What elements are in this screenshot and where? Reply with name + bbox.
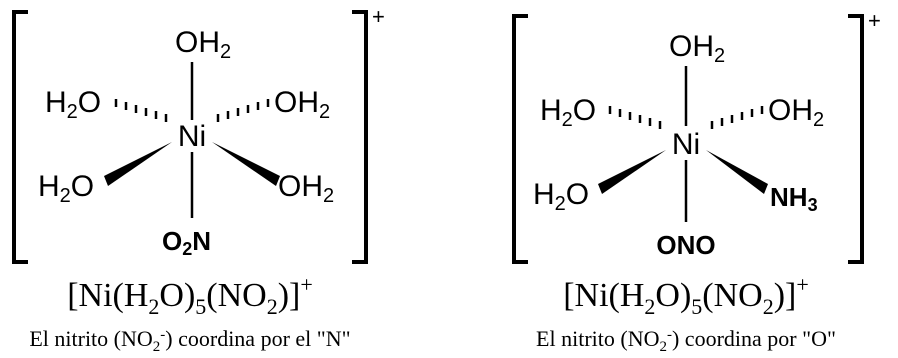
hashed-wedge-upper-left-1	[114, 99, 168, 122]
charge-1: +	[372, 4, 385, 29]
solid-wedge-lower-left-1	[104, 142, 172, 186]
charge-2: +	[868, 8, 881, 33]
ligand-upper-left-1: H2O	[45, 86, 101, 123]
ligand-upper-right-2: OH2	[768, 94, 824, 131]
complex-1: + Ni OH2 H2O OH2 H2O OH2 O2N	[12, 4, 385, 355]
ligand-bottom-2: ONO	[656, 230, 715, 260]
solid-wedge-lower-right-1	[212, 142, 280, 186]
ligand-top-1: OH2	[175, 26, 231, 63]
complex-2: + Ni OH2 H2O OH2 H2O NH3 ONO	[512, 8, 881, 355]
caption-1: El nitrito (NO2-) coordina por el "N"	[29, 326, 350, 355]
metal-center-2: Ni	[672, 128, 700, 161]
ligand-lower-left-2: H2O	[533, 178, 589, 215]
ligand-upper-right-1: OH2	[274, 86, 330, 123]
ligand-bottom-1: O2N	[162, 226, 211, 259]
ligand-lower-right-1: OH2	[278, 170, 334, 207]
right-bracket-2	[848, 14, 864, 264]
ligand-lower-right-2: NH3	[770, 182, 818, 215]
ligand-lower-left-1: H2O	[38, 170, 94, 207]
caption-2: El nitrito (NO2-) coordina por "O"	[536, 326, 836, 355]
hashed-wedge-upper-left-2	[608, 106, 662, 129]
solid-wedge-lower-right-2	[706, 150, 768, 194]
ligand-top-2: OH2	[669, 30, 725, 67]
left-bracket-1	[12, 10, 28, 264]
solid-wedge-lower-left-2	[598, 150, 666, 194]
hashed-wedge-upper-right-1	[216, 99, 270, 122]
hashed-wedge-upper-right-2	[710, 106, 764, 129]
left-bracket-2	[512, 14, 528, 264]
formula-2: [Ni(H2O)5(NO2)]+	[563, 272, 809, 319]
metal-center-1: Ni	[178, 120, 206, 153]
ligand-upper-left-2: H2O	[540, 94, 596, 131]
formula-1: [Ni(H2O)5(NO2)]+	[67, 272, 313, 319]
right-bracket-1	[352, 10, 368, 264]
